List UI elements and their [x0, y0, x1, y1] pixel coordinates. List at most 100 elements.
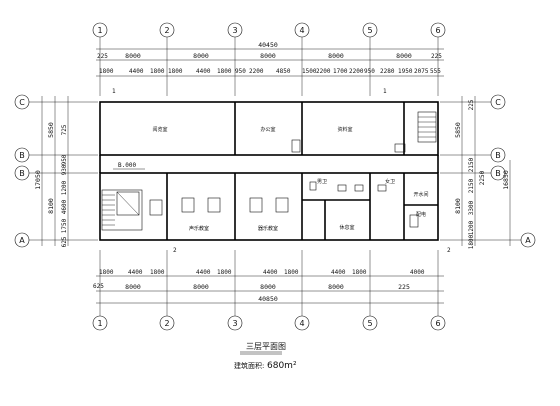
dim: 8000	[260, 52, 276, 60]
room-label: 女卫	[385, 178, 395, 185]
dim: 225	[468, 99, 475, 110]
axis-label: 6	[435, 319, 440, 328]
dim: 1800	[150, 269, 165, 276]
axis-label: 4	[299, 319, 304, 328]
axis-label: C	[19, 98, 25, 107]
axis-label: 3	[232, 319, 237, 328]
top-axis-bubbles: 1 2 3 4 5 6	[92, 22, 446, 38]
dim: 8000	[396, 52, 412, 60]
room-label: 资料室	[337, 126, 352, 133]
axis-label: 1	[97, 26, 102, 35]
room-label: 休息室	[339, 224, 354, 231]
axis-label: 2	[164, 319, 169, 328]
row-leaders	[29, 101, 521, 241]
dim: 1800	[99, 269, 114, 276]
room-labels: 阅览室 办公室 资料室 声乐教室 器乐教室 休息室 男卫 女卫 开水间 配电	[152, 126, 428, 232]
axis-label: 2	[164, 26, 169, 35]
room-label: 办公室	[260, 126, 275, 133]
dim: 4400	[196, 68, 211, 75]
dim: 3300	[468, 200, 475, 215]
furniture	[149, 139, 419, 228]
dim: 4400	[128, 269, 143, 276]
area-label: 建筑面积:	[234, 361, 264, 370]
dim: 2250	[479, 170, 486, 185]
top-dimensions: 40450 225 8000 8000 8000 8000 8000 225 1…	[96, 41, 444, 77]
dim: 1500	[302, 68, 317, 75]
dim: 2150	[468, 178, 475, 193]
section-mark: 2	[447, 247, 451, 254]
dim: 17050	[34, 170, 42, 190]
room-label: 声乐教室	[189, 225, 209, 232]
room-label: 男卫	[317, 179, 327, 185]
dim: 4400	[263, 269, 278, 276]
dim: 4400	[331, 269, 346, 276]
dim: 4400	[196, 269, 211, 276]
caption: 三层平面图 建筑面积: 680m²	[234, 342, 297, 371]
dim: 4000	[410, 269, 425, 276]
dim: 8100	[47, 198, 55, 214]
stair-right	[417, 111, 437, 143]
dim: 225	[431, 53, 442, 60]
dim: 16850	[502, 170, 510, 190]
dim: 1750	[61, 218, 68, 233]
dim: 1800	[468, 234, 475, 249]
axis-label: 5	[367, 26, 372, 35]
dim: 625	[93, 283, 104, 290]
axis-label: A	[525, 236, 531, 245]
dim: 555	[430, 68, 441, 75]
dim: 225	[97, 53, 108, 60]
dim: 5850	[47, 122, 55, 138]
dim: 930	[61, 164, 68, 175]
dim: 2150	[468, 157, 475, 172]
bottom-axis-bubbles: 1 2 3 4 5 6	[92, 315, 446, 331]
elevation-mark: B.000 1 1 2 2	[112, 88, 451, 254]
axis-label: C	[495, 98, 501, 107]
axis-label: A	[19, 236, 25, 245]
dim: 725	[61, 124, 68, 135]
dim: 1700	[333, 68, 348, 75]
dim: 8100	[454, 198, 462, 214]
bottom-dimensions: 1800 4400 1800 4400 1800 4400 1800 4400 …	[93, 269, 444, 304]
section-mark: 1	[383, 88, 387, 95]
room-label: 阅览室	[152, 126, 167, 133]
dim: 1800	[284, 269, 299, 276]
dim: 8000	[125, 52, 141, 60]
dim: 950	[61, 154, 68, 165]
section-mark: 2	[173, 247, 177, 254]
dim: 2075	[414, 68, 429, 75]
dim: 2200	[349, 68, 364, 75]
axis-label: 3	[232, 26, 237, 35]
room-label: 开水间	[413, 191, 428, 198]
building-walls	[99, 101, 439, 241]
left-dimensions: 17050 5850 8100 625 1750 4600 1200 930 9…	[34, 96, 69, 247]
dim: 4400	[129, 68, 144, 75]
dim: 8000	[328, 283, 344, 291]
axis-label: B	[495, 169, 501, 178]
dim: 1800	[217, 68, 232, 75]
dim: 5850	[454, 122, 462, 138]
dim: 1800	[99, 68, 114, 75]
dim: 1800	[352, 269, 367, 276]
dim: 950	[235, 68, 246, 75]
dim: 8000	[328, 52, 344, 60]
elevation-label: B.000	[118, 162, 136, 169]
axis-leaders	[99, 37, 439, 316]
dim: 1800	[168, 68, 183, 75]
axis-label: 1	[97, 319, 102, 328]
axis-label: 6	[435, 26, 440, 35]
axis-label: B	[19, 151, 25, 160]
area-value: 680m²	[267, 361, 297, 371]
dim: 1800	[150, 68, 165, 75]
dim: 2200	[249, 68, 264, 75]
axis-label: B	[495, 151, 501, 160]
dim: 950	[364, 68, 375, 75]
dim: 8000	[193, 283, 209, 291]
axis-label: B	[19, 169, 25, 178]
stair-left	[101, 189, 143, 231]
section-mark: 1	[112, 88, 116, 95]
dim: 2200	[316, 68, 331, 75]
room-label: 器乐教室	[258, 225, 278, 232]
axis-label: 5	[367, 319, 372, 328]
dim: 2280	[380, 68, 395, 75]
